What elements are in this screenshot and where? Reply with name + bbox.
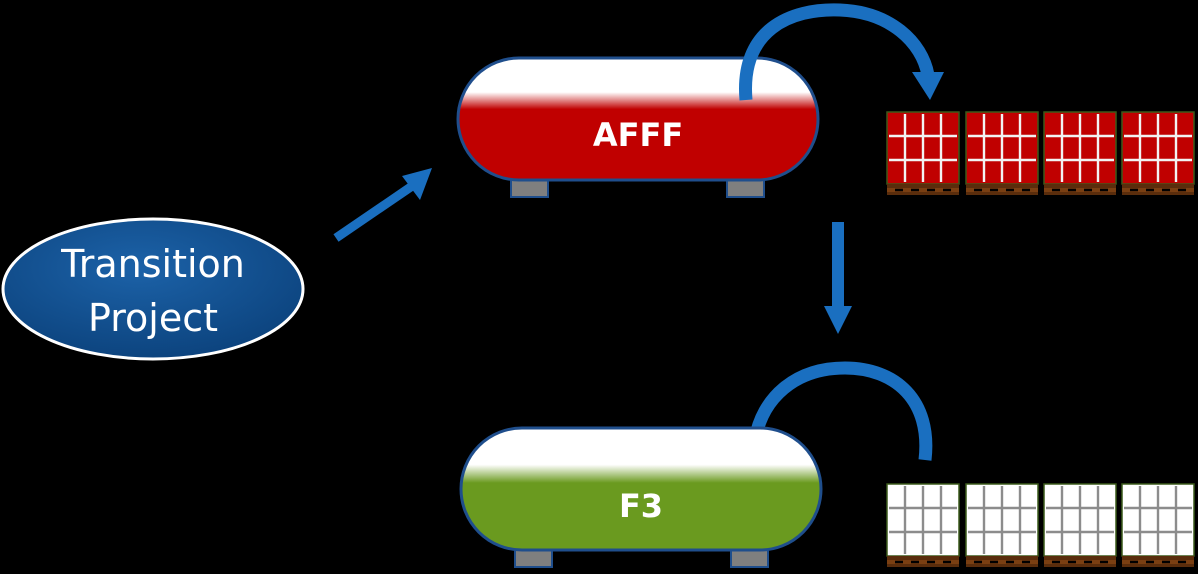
arrow-project-to-afff: [333, 168, 432, 242]
f3-tank: F3: [459, 426, 823, 568]
f3-tank-label: F3: [619, 487, 663, 525]
ibc-tote-white-icon: [1043, 483, 1117, 567]
f3-tank-body: [459, 426, 823, 552]
arrow-down: [824, 222, 852, 334]
arrow-afff-to-totes: [739, 3, 944, 101]
ibc-tote-white-icon: [886, 483, 960, 567]
afff-tank: AFFF: [456, 56, 820, 198]
ibc-tote-white-icon: [965, 483, 1039, 567]
transition-project-node: Transition Project: [1, 217, 305, 361]
ibc-tote-red-icon: [965, 111, 1039, 195]
afff-tank-label: AFFF: [593, 116, 683, 154]
afff-tank-body: [456, 56, 820, 182]
afff-totes: [886, 111, 1195, 195]
ibc-tote-red-icon: [1121, 111, 1195, 195]
ibc-tote-white-icon: [1121, 483, 1195, 567]
ibc-tote-red-icon: [886, 111, 960, 195]
transition-project-label-line1: Transition: [60, 242, 245, 286]
transition-project-label-line2: Project: [88, 296, 218, 340]
ibc-tote-red-icon: [1043, 111, 1117, 195]
f3-totes: [886, 483, 1195, 567]
